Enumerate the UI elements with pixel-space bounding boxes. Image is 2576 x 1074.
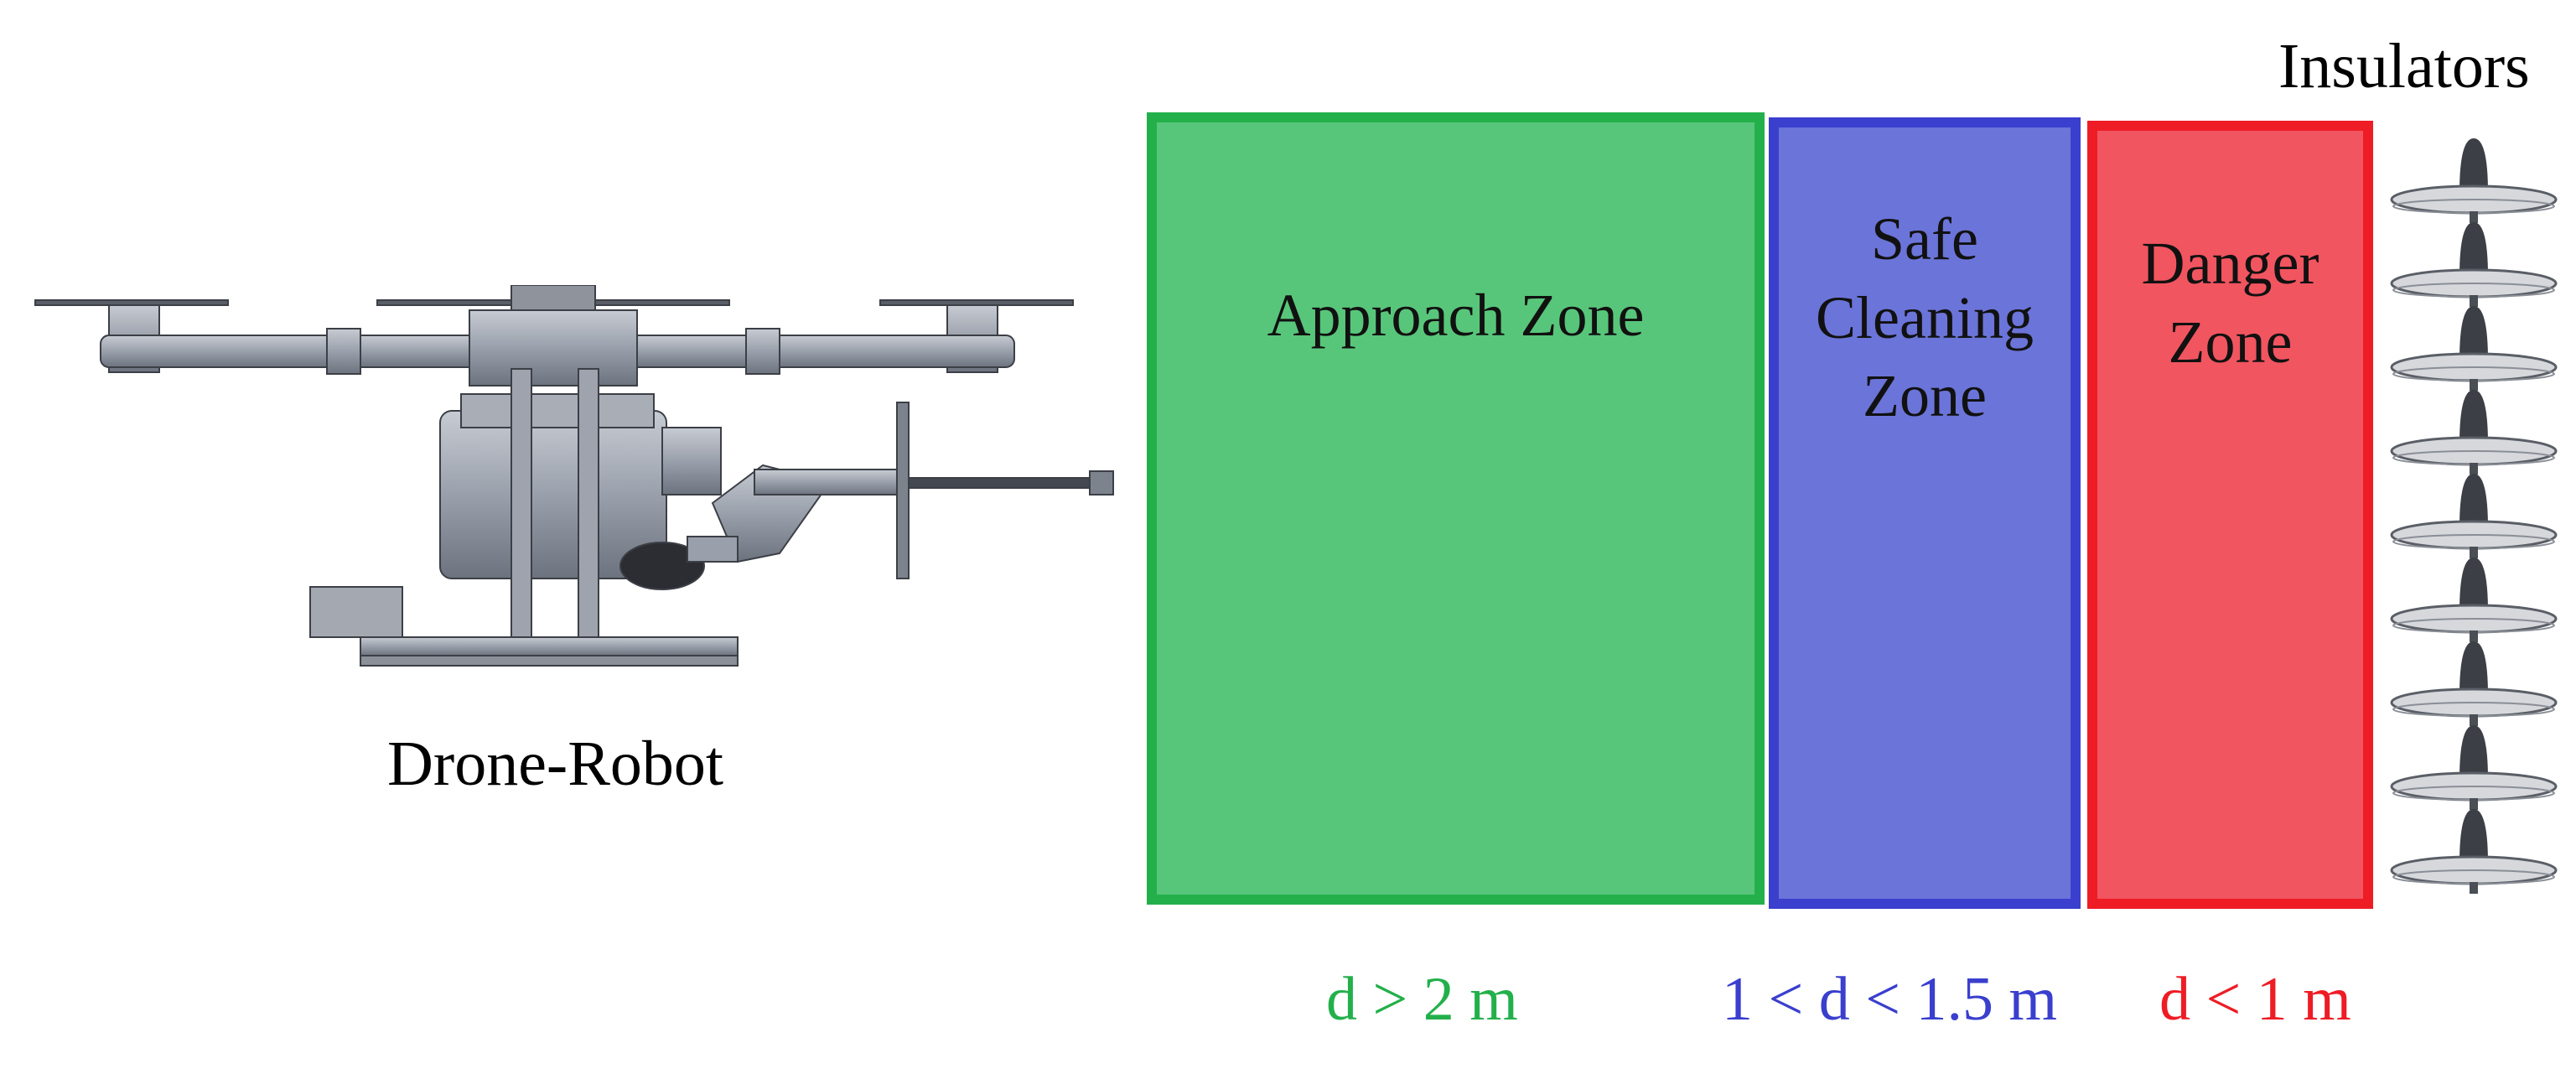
insulator-disc [2390, 809, 2558, 894]
insulator-disc [2390, 641, 2558, 726]
drone-robot-label: Drone-Robot [387, 729, 724, 799]
insulator-string-icon [2390, 138, 2558, 894]
drone-robot-icon [34, 285, 1114, 667]
safe-cleaning-zone-label: Safe Cleaning Zone [1816, 205, 2034, 430]
insulator-disc [2390, 138, 2558, 223]
insulator-disc [2390, 222, 2558, 307]
safe-cleaning-zone: Safe Cleaning Zone [1769, 117, 2081, 909]
insulator-disc [2390, 390, 2558, 475]
approach-zone: Approach Zone [1147, 112, 1765, 905]
danger-zone-label: Danger Zone [2141, 229, 2319, 376]
danger-zone: Danger Zone [2087, 121, 2373, 909]
approach-zone-label: Approach Zone [1267, 281, 1645, 349]
insulators-label: Insulators [2278, 31, 2530, 101]
insulator-disc [2390, 306, 2558, 391]
danger-distance-label: d < 1 m [2159, 965, 2351, 1034]
safe-distance-label: 1 < d < 1.5 m [1722, 965, 2058, 1034]
insulator-disc [2390, 474, 2558, 558]
insulator-disc [2390, 558, 2558, 642]
insulator-disc [2390, 725, 2558, 810]
approach-distance-label: d > 2 m [1326, 965, 1518, 1034]
